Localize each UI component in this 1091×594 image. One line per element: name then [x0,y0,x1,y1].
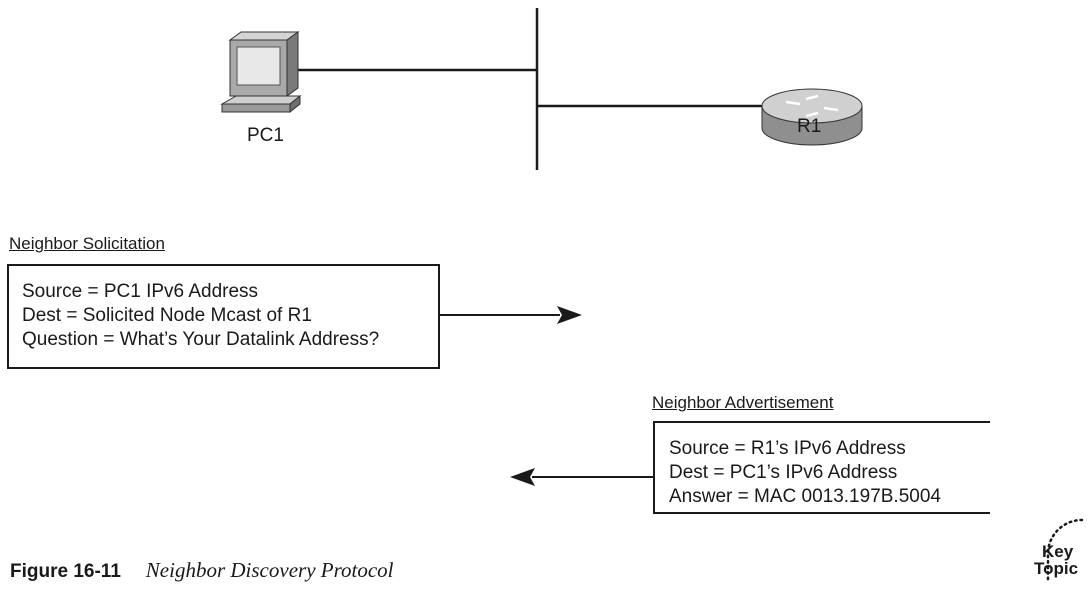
caption-title: Neighbor Discovery Protocol [145,558,394,582]
solicitation-line-1: Source = PC1 IPv6 Address [22,281,259,302]
solicitation-heading: Neighbor Solicitation [9,234,165,253]
solicitation-line-2: Dest = Solicited Node Mcast of R1 [22,305,312,326]
router-label: R1 [797,116,822,137]
advertisement-line-1: Source = R1’s IPv6 Address [669,438,906,459]
key-topic-arc [1046,518,1084,582]
solicitation-box [7,264,440,369]
caption-number: Figure 16-11 [10,561,121,582]
advertisement-line-3: Answer = MAC 0013.197B.5004 [669,486,941,507]
pc-icon [220,31,302,114]
key-topic-line-2: Topic [1034,559,1079,578]
router-icon [761,88,863,146]
advertisement-arrowhead [510,468,535,486]
advertisement-box [653,421,990,514]
advertisement-heading: Neighbor Advertisement [652,393,834,412]
key-topic-line-1: Key [1042,542,1074,561]
pc-label: PC1 [247,125,284,146]
solicitation-line-3: Question = What’s Your Datalink Address? [22,329,380,350]
figure-caption: Figure 16-11 Neighbor Discovery Protocol [10,558,393,583]
advertisement-line-2: Dest = PC1’s IPv6 Address [669,462,898,483]
solicitation-arrowhead [557,306,582,324]
key-topic-badge: Key Topic [1034,543,1078,577]
